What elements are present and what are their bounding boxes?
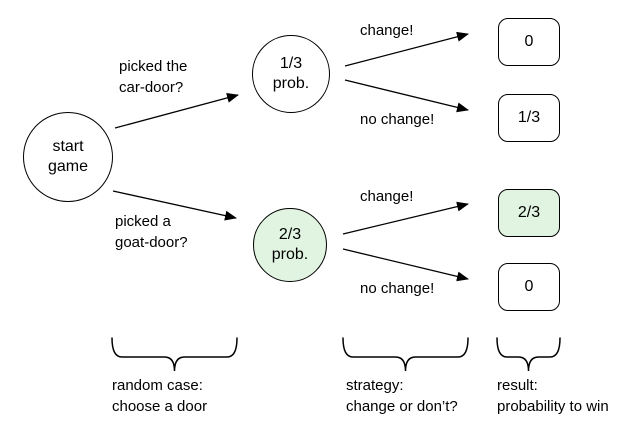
node-one-third-prob: 1/3 prob. [252,35,330,113]
result-box-goat-change: 2/3 [498,189,560,237]
label-change-top: change! [360,22,414,39]
result-box-car-no-change: 1/3 [498,94,560,142]
brace-result [496,337,561,372]
result-box-car-change: 0 [498,18,560,66]
result-box-goat-no-change: 0 [498,263,560,311]
brace-random-case [111,337,238,372]
arrow-goat-change [342,201,469,235]
arrow-car-change [344,31,469,67]
arrow-goat-no-change [342,248,469,282]
caption-strategy: strategy: change or don’t? [346,377,458,415]
caption-random-case: random case: choose a door [112,377,208,415]
arrow-start-to-goat-branch [112,190,237,221]
node-two-thirds-prob: 2/3 prob. [253,208,327,282]
label-change-bottom: change! [360,188,414,205]
caption-result: result: probability to win [497,377,609,415]
label-picked-goat-door: picked a goat-door? [115,213,188,251]
label-picked-car-door: picked the car-door? [119,58,188,96]
label-no-change-bottom: no change! [360,280,435,297]
arrow-car-no-change [344,79,469,113]
brace-strategy [342,337,469,372]
label-no-change-top: no change! [360,111,435,128]
arrow-start-to-car-branch [114,93,239,129]
node-start-game: start game [23,112,113,202]
